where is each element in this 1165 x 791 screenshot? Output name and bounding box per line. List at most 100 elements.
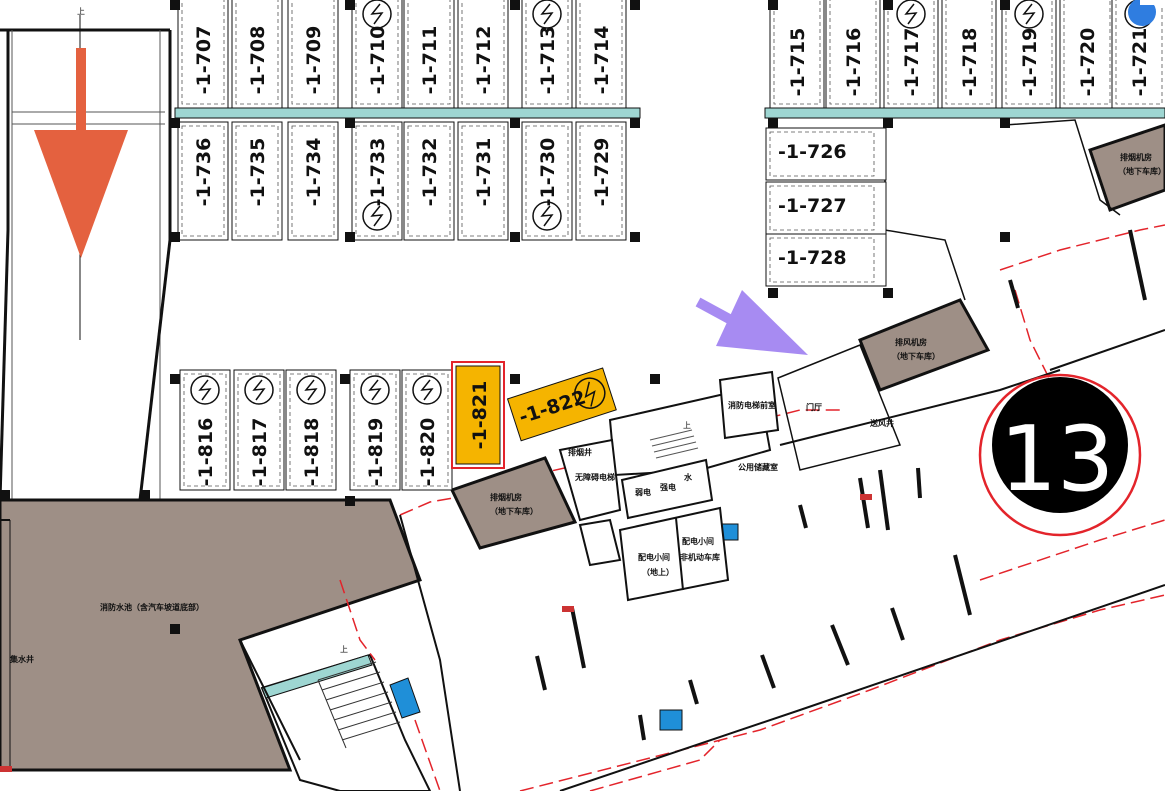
- lobby-label: 门厅: [806, 402, 822, 412]
- parking-space[interactable]: -1-720: [1059, 0, 1115, 109]
- parking-space[interactable]: -1-733: [351, 121, 403, 241]
- exhaust-right-line2: （地下车库）: [892, 351, 940, 361]
- parking-space[interactable]: -1-718: [941, 0, 997, 109]
- parking-space[interactable]: -1-816: [179, 369, 231, 491]
- ev-charger-icon: [190, 375, 220, 405]
- parking-space[interactable]: -1-714: [575, 0, 627, 109]
- ev-charger-icon: [296, 375, 326, 405]
- shared-storage-label: 公用储藏室: [738, 462, 778, 472]
- status-dot: [1128, 0, 1156, 26]
- space-label-1732: -1-732: [419, 138, 441, 207]
- parking-space[interactable]: -1-818: [285, 369, 337, 491]
- space-label-1735: -1-735: [247, 138, 269, 207]
- sump-label: 集水井: [9, 654, 34, 664]
- ev-charger-icon: [532, 0, 562, 29]
- space-label-1713: -1-713: [537, 26, 559, 95]
- dist-room-1-line1: 配电小间: [638, 552, 670, 562]
- space-label-1817: -1-817: [249, 418, 271, 487]
- space-label-1715: -1-715: [787, 28, 809, 97]
- parking-space[interactable]: -1-730: [521, 121, 573, 241]
- tilted-parking-space[interactable]: -1-822: [506, 367, 617, 442]
- highlighted-parking-space[interactable]: -1-821: [451, 361, 505, 469]
- space-label-1710: -1-710: [367, 26, 389, 95]
- parking-space[interactable]: -1-729: [575, 121, 627, 241]
- barrier-free-label: 无障碍电梯: [574, 472, 615, 482]
- space-label-1717: -1-717: [901, 28, 923, 97]
- exhaust-corner-line2: （地下车库）: [1118, 166, 1165, 176]
- space-label-1709: -1-709: [303, 26, 325, 95]
- parking-space[interactable]: -1-727: [765, 181, 887, 235]
- parking-space[interactable]: -1-713: [521, 0, 573, 109]
- space-label-1714: -1-714: [591, 26, 613, 95]
- parking-space[interactable]: -1-735: [231, 121, 283, 241]
- exhaust-room-right: 排风机房 （地下车库）: [858, 298, 991, 392]
- space-label-1734: -1-734: [303, 138, 325, 207]
- equipment-box: [659, 709, 683, 731]
- exhaust-room-corner: 排烟机房 （地下车库）: [1088, 123, 1165, 212]
- parking-space[interactable]: -1-710: [351, 0, 403, 109]
- parking-space[interactable]: -1-736: [177, 121, 229, 241]
- space-label-1719: -1-719: [1019, 28, 1041, 97]
- parking-spaces-layer: -1-707-1-708 -1-709 -1-710 -1-711 -1-712 -1-7…: [177, 0, 1165, 491]
- parking-space[interactable]: -1-716: [825, 0, 881, 109]
- space-label-821: -1-821: [469, 381, 491, 450]
- parking-space[interactable]: -1-728: [765, 233, 887, 287]
- strip: [174, 107, 641, 119]
- water-label: 水: [683, 472, 693, 482]
- parking-space[interactable]: -1-708: [231, 0, 283, 109]
- space-label-1733: -1-733: [367, 138, 389, 207]
- building-number-badge: 13: [978, 373, 1142, 537]
- space-label-1819: -1-819: [365, 418, 387, 487]
- parking-space[interactable]: -1-734: [287, 121, 339, 241]
- space-label-1728: -1-728: [778, 247, 847, 269]
- parking-space[interactable]: -1-719: [1001, 0, 1057, 109]
- ev-charger-icon: [360, 375, 390, 405]
- pointer-arrow-icon: [695, 290, 808, 355]
- space-label-1820: -1-820: [417, 418, 439, 487]
- space-label-1726: -1-726: [778, 141, 847, 163]
- structural-columns: [0, 0, 1010, 634]
- parking-space[interactable]: -1-711: [403, 0, 455, 109]
- building-number: 13: [1000, 407, 1115, 512]
- ev-charger-icon: [362, 0, 392, 29]
- ramp-area: 上: [0, 7, 172, 501]
- exhaust-room-left: 排烟机房 （地下车库）: [449, 456, 578, 550]
- parking-space[interactable]: -1-726: [765, 127, 887, 181]
- parking-space[interactable]: -1-715: [769, 0, 825, 109]
- marker: [562, 606, 574, 612]
- parking-space[interactable]: -1-717: [883, 0, 939, 109]
- bottom-stair-up-label: 上: [340, 645, 348, 654]
- space-label-1712: -1-712: [473, 26, 495, 95]
- exhaust-right-line1: 排风机房: [895, 337, 927, 347]
- space-label-1718: -1-718: [959, 28, 981, 97]
- parking-space[interactable]: -1-712: [457, 0, 509, 109]
- core-rooms: 上 排烟井 无障碍电梯 弱电 强电 水 消防电梯前室 公用储藏室 配电小间 （地…: [558, 344, 902, 602]
- direction-arrow-down-icon: [34, 48, 128, 258]
- ev-charger-icon: [244, 375, 274, 405]
- column-bars: [535, 229, 1147, 741]
- bottom-stair: 上: [260, 645, 432, 791]
- parking-space[interactable]: -1-707: [177, 0, 229, 109]
- parking-space[interactable]: -1-732: [403, 121, 455, 241]
- space-label-1721: -1-721: [1129, 28, 1151, 97]
- ramp-up-label: 上: [77, 7, 85, 16]
- space-label-1731: -1-731: [473, 138, 495, 207]
- parking-space[interactable]: -1-709: [287, 0, 339, 109]
- parking-space[interactable]: -1-819: [349, 369, 401, 491]
- space-label-1716: -1-716: [843, 28, 865, 97]
- space-label-1818: -1-818: [301, 418, 323, 487]
- strong-current-label: 强电: [660, 482, 676, 492]
- exhaust-corner-line1: 排烟机房: [1120, 152, 1152, 162]
- parking-space[interactable]: -1-817: [233, 369, 285, 491]
- ev-charger-icon: [896, 0, 926, 29]
- parking-space[interactable]: -1-820: [401, 369, 453, 491]
- fire-pool-label: 消防水池（含汽车坡道底部）: [100, 602, 204, 612]
- space-label-1727: -1-727: [778, 195, 847, 217]
- weak-current-label: 弱电: [635, 487, 651, 497]
- air-shaft-label: 送风井: [869, 418, 894, 428]
- space-label-1736: -1-736: [193, 138, 215, 207]
- ev-charger-icon: [412, 375, 442, 405]
- parking-space[interactable]: -1-731: [457, 121, 509, 241]
